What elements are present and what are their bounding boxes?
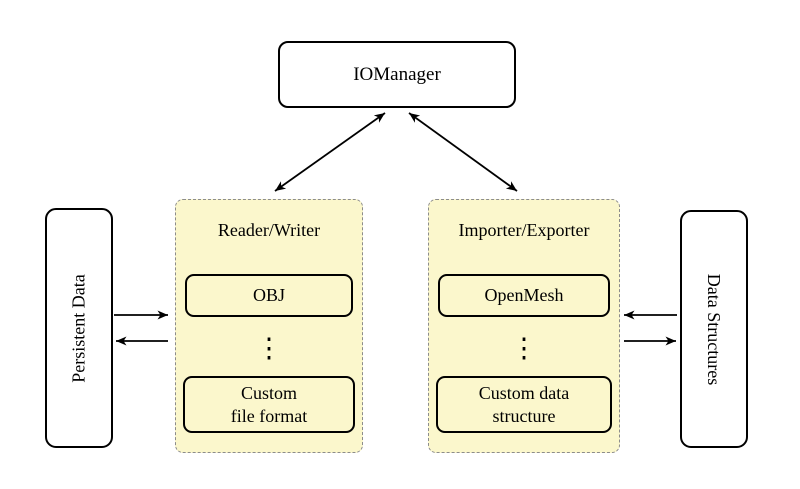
obj-label: OBJ — [252, 285, 285, 305]
iomanager-label: IOManager — [353, 63, 441, 85]
vertical-ellipsis-right: ⋮ — [510, 332, 538, 363]
obj-node: OBJ — [185, 274, 353, 317]
arrow-iomanager-importerexporter — [408, 112, 518, 192]
custom-file-format-node: Custom file format — [183, 376, 355, 433]
importer-exporter-group: Importer/Exporter OpenMesh ⋮ Custom data… — [428, 199, 620, 453]
data-structures-node: Data Structures — [680, 210, 748, 448]
custom-data-structure-node: Custom data structure — [436, 376, 612, 433]
vertical-ellipsis-left: ⋮ — [255, 332, 283, 363]
arrow-iomanager-readerwriter — [274, 112, 386, 192]
iomanager-node: IOManager — [278, 41, 516, 108]
openmesh-label: OpenMesh — [484, 285, 564, 305]
custom-data-structure-line1: Custom data — [478, 382, 570, 403]
custom-file-format-line1: Custom — [240, 382, 297, 403]
reader-writer-group: Reader/Writer OBJ ⋮ Custom file format — [175, 199, 363, 453]
persistent-data-label: Persistent Data — [68, 273, 89, 383]
persistent-data-node: Persistent Data — [45, 208, 113, 448]
importer-exporter-group-label: Importer/Exporter — [458, 220, 590, 240]
custom-file-format-line2: file format — [230, 405, 308, 426]
reader-writer-group-label: Reader/Writer — [217, 220, 321, 240]
data-structures-label: Data Structures — [704, 273, 725, 385]
openmesh-node: OpenMesh — [438, 274, 610, 317]
custom-data-structure-line2: structure — [492, 405, 556, 426]
